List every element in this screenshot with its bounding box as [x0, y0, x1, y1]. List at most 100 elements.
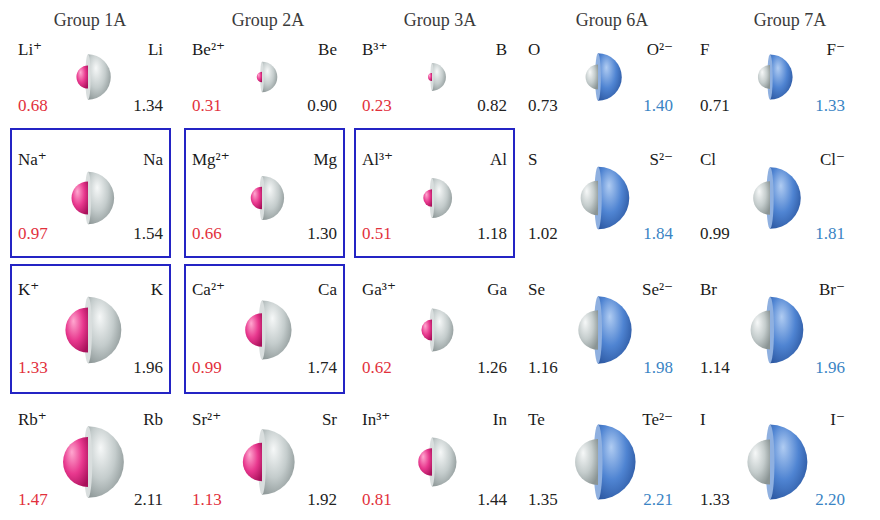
ion-radius: 0.99	[192, 358, 222, 378]
atom-symbol: Sr	[322, 410, 337, 430]
outer-hemisphere	[262, 176, 284, 220]
ion-symbol: Na⁺	[18, 150, 47, 170]
ion-symbol: Al³⁺	[362, 150, 393, 170]
group-header: Group 6A	[576, 10, 649, 31]
atom-radius: 1.96	[133, 358, 163, 378]
inner-hemisphere	[428, 73, 432, 81]
atom-radius: 1.44	[477, 490, 507, 510]
ion-radius: 0.31	[192, 96, 222, 116]
ion-radius: 1.98	[643, 358, 673, 378]
ion-symbol: F⁻	[827, 40, 845, 60]
atom-symbol: Te	[528, 410, 545, 430]
ion-symbol: I⁻	[830, 410, 845, 430]
atom-radius: 0.71	[700, 96, 730, 116]
ion-radius: 1.84	[643, 224, 673, 244]
atom-symbol: Cl	[700, 150, 716, 170]
atom-radius: 0.99	[700, 224, 730, 244]
ion-symbol: Br⁻	[819, 280, 845, 300]
atom-symbol: O	[528, 40, 540, 60]
atom-symbol: Ca	[318, 280, 337, 300]
inner-hemisphere	[423, 189, 432, 206]
inner-hemisphere	[65, 307, 88, 352]
ion-symbol: K⁺	[18, 280, 39, 300]
atom-radius: 0.90	[307, 96, 337, 116]
ion-symbol: Cl⁻	[820, 150, 845, 170]
inner-hemisphere	[243, 443, 262, 481]
element-box: Ca²⁺Ca0.991.74	[184, 264, 345, 394]
outer-hemisphere	[262, 62, 277, 93]
atom-symbol: Br	[700, 280, 717, 300]
group-header: Group 2A	[232, 10, 305, 31]
ion-radius: 0.97	[18, 224, 48, 244]
atom-radius: 1.30	[307, 224, 337, 244]
radius-spheres	[747, 425, 807, 500]
ion-radius: 1.81	[815, 224, 845, 244]
ion-radius: 0.66	[192, 224, 222, 244]
ion-symbol: O²⁻	[647, 40, 673, 60]
group-header: Group 7A	[754, 10, 827, 31]
ion-radius: 1.40	[643, 96, 673, 116]
ion-symbol: Mg²⁺	[192, 150, 230, 170]
atom-radius: 1.33	[700, 490, 730, 510]
ion-symbol: S²⁻	[649, 150, 673, 170]
ion-symbol: Ca²⁺	[192, 280, 225, 300]
ion-radius: 1.13	[192, 490, 222, 510]
atom-radius: 1.26	[477, 358, 507, 378]
ion-radius: 0.51	[362, 224, 392, 244]
atom-symbol: Ga	[487, 280, 507, 300]
ion-symbol: Rb⁺	[18, 410, 47, 430]
atom-radius: 1.35	[528, 490, 558, 510]
atom-symbol: Na	[143, 150, 163, 170]
atom-symbol: S	[528, 150, 537, 170]
atom-symbol: Rb	[143, 410, 163, 430]
ion-radius: 2.20	[815, 490, 845, 510]
atom-symbol: B	[496, 40, 507, 60]
inner-hemisphere	[76, 65, 88, 88]
radius-spheres	[581, 167, 630, 230]
radius-spheres	[251, 176, 284, 220]
ion-radius: 0.62	[362, 358, 392, 378]
outer-hemisphere	[88, 297, 121, 364]
ion-radius: 0.81	[362, 490, 392, 510]
element-box: K⁺K1.331.96	[10, 264, 171, 394]
radius-spheres	[586, 53, 622, 101]
ion-radius: 0.68	[18, 96, 48, 116]
ion-symbol: B³⁺	[362, 40, 387, 60]
outer-hemisphere	[598, 167, 629, 230]
atom-symbol: F	[700, 40, 709, 60]
inner-hemisphere	[418, 448, 432, 476]
radius-spheres	[423, 178, 452, 218]
outer-hemisphere	[598, 424, 636, 499]
radius-spheres	[578, 296, 631, 363]
ion-symbol: Li⁺	[18, 40, 42, 60]
outer-hemisphere	[432, 178, 452, 218]
outer-hemisphere	[88, 426, 124, 498]
element-box: Al³⁺Al0.511.18	[354, 128, 515, 258]
inner-hemisphere	[586, 65, 598, 90]
ion-radius: 2.21	[643, 490, 673, 510]
radius-spheres	[65, 297, 121, 364]
ion-radius: 1.96	[815, 358, 845, 378]
atom-symbol: Be	[318, 40, 337, 60]
ion-symbol: Sr²⁺	[192, 410, 221, 430]
atom-radius: 1.16	[528, 358, 558, 378]
inner-hemisphere	[758, 65, 770, 89]
radius-spheres	[753, 167, 801, 229]
inner-hemisphere	[245, 313, 262, 347]
inner-hemisphere	[251, 187, 262, 209]
group-header: Group 1A	[54, 10, 127, 31]
ion-symbol: Se²⁻	[642, 280, 673, 300]
outer-hemisphere	[432, 438, 456, 487]
outer-hemisphere	[770, 425, 807, 500]
atom-radius: 1.18	[477, 224, 507, 244]
outer-hemisphere	[432, 63, 446, 91]
radius-spheres	[418, 438, 456, 487]
ion-symbol: Te²⁻	[642, 410, 673, 430]
inner-hemisphere	[257, 72, 262, 83]
ion-radius: 1.47	[18, 490, 48, 510]
atom-symbol: Mg	[313, 150, 337, 170]
atom-radius: 1.14	[700, 358, 730, 378]
atom-radius: 1.92	[307, 490, 337, 510]
radius-spheres	[63, 426, 124, 498]
